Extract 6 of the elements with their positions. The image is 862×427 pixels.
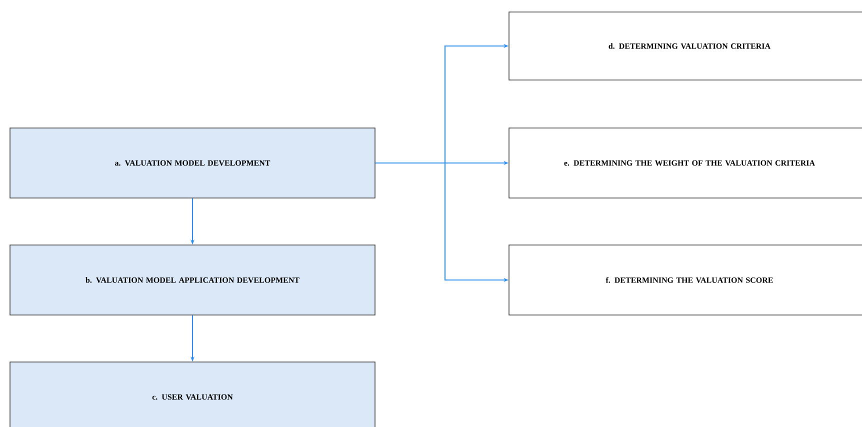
process-box: a. VALUATION MODEL DEVELOPMENT (10, 128, 376, 198)
process-box: e. DETERMINING THE WEIGHT OF THE VALUATION CRITERIA (508, 128, 862, 198)
process-box: c. USER VALUATION (10, 362, 376, 427)
process-box: f. DETERMINING THE VALUATION SCORE (508, 244, 862, 316)
process-box: d. DETERMINING VALUATION CRITERIA (508, 12, 862, 80)
process-box: b. VALUATION MODEL APPLICATION DEVELOPMENT (10, 244, 376, 316)
